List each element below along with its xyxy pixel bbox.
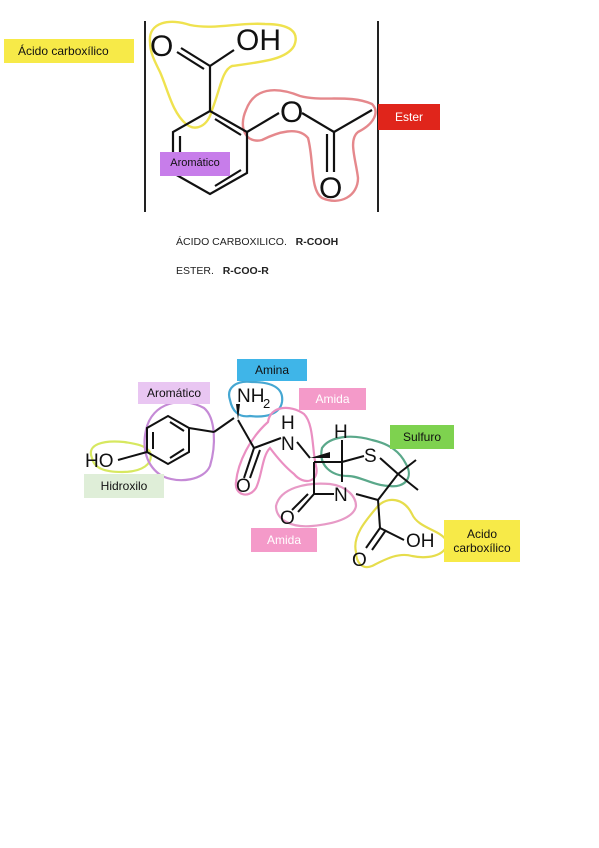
aspirin-oh: OH: [236, 24, 281, 57]
aspirin-carbonyl-o: O: [150, 30, 173, 63]
amox-nh2: NH: [237, 386, 264, 407]
label-amida-top: Amida: [299, 388, 366, 410]
amox-ring-n: N: [334, 485, 348, 506]
label-amina: Amina: [237, 359, 307, 381]
label-sulfuro: Sulfuro: [390, 425, 454, 449]
label-aromatico-aspirin: Aromático: [160, 152, 230, 176]
amox-lactam-o: O: [280, 508, 295, 529]
amox-nh2-subscript: 2: [263, 396, 270, 411]
note-acido-name: ÁCIDO CARBOXILICO.: [176, 236, 287, 248]
label-hidroxilo: Hidroxilo: [84, 474, 164, 498]
aspirin-ketone-o: O: [319, 172, 342, 205]
note-ester-name: ESTER.: [176, 265, 214, 277]
label-acido-carboxilico: Ácido carboxílico: [4, 39, 134, 63]
note-ester-formula: R-COO-R: [222, 265, 269, 277]
carboxylic-highlight: [148, 20, 297, 129]
aspirin-structure: O OH O O: [144, 20, 379, 212]
label-amida-bottom: Amida: [251, 528, 317, 552]
ester-highlight: [241, 89, 377, 202]
amox-amide-o: O: [236, 476, 251, 497]
ester-bonds: [246, 109, 373, 172]
amox-ring-h: H: [334, 422, 348, 443]
side-chain-bonds: [213, 404, 330, 479]
cooh-bonds: [176, 47, 235, 111]
hydroxyl-highlight: [89, 440, 152, 474]
amox-carboxyl-o: O: [352, 550, 367, 571]
label-aromatico-amox: Aromático: [138, 382, 210, 404]
aromatic-highlight: [143, 401, 216, 482]
amox-sulfur: S: [364, 446, 377, 467]
note-ester: ESTER. R-COO-R: [176, 265, 269, 277]
amide-bottom-highlight: [274, 482, 358, 528]
amox-amide-n: N: [281, 434, 295, 455]
label-ester: Ester: [378, 104, 440, 130]
amox-carboxyl-oh: OH: [406, 531, 435, 552]
aspirin-ester-o: O: [280, 96, 303, 129]
amine-highlight: [228, 380, 284, 418]
label-acido-carboxilico-amox: Acido carboxílico: [444, 520, 520, 562]
amoxicillin-structure: HO NH 2 H N H S N O O OH O: [85, 380, 448, 571]
amide-top-highlight: [234, 406, 318, 496]
penam-core: [291, 440, 419, 551]
note-acido-formula: R-COOH: [295, 236, 339, 248]
note-acido-carboxilico: ÁCIDO CARBOXILICO. R-COOH: [176, 236, 338, 248]
amox-amide-h: H: [281, 413, 295, 434]
amox-ho: HO: [85, 451, 114, 472]
phenol-ring: [117, 414, 215, 466]
